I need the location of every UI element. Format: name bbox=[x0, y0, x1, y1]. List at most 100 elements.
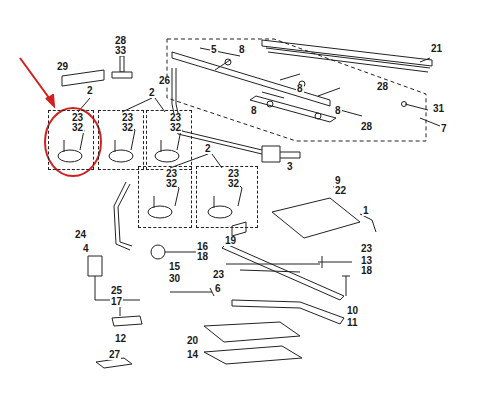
manifold-10-11 bbox=[226, 264, 320, 272]
rail-assembly bbox=[315, 113, 321, 119]
callout-number: 29 bbox=[56, 62, 69, 72]
callout-number: 28 bbox=[376, 82, 389, 92]
red-highlight bbox=[46, 94, 54, 106]
rail-assembly bbox=[172, 52, 330, 106]
callout-number: 24 bbox=[74, 230, 87, 240]
valve-15 bbox=[151, 245, 165, 259]
bracket-29 bbox=[62, 70, 104, 86]
burner-base bbox=[109, 150, 133, 162]
callout-number: 8 bbox=[250, 106, 258, 116]
callout-number: 7 bbox=[440, 124, 448, 134]
callout-number: 6 bbox=[214, 284, 222, 294]
dashed-outline bbox=[167, 39, 426, 141]
leader-line bbox=[420, 58, 440, 126]
plate-14 bbox=[204, 346, 302, 364]
hook-1 bbox=[360, 214, 376, 232]
screw-18 bbox=[342, 276, 350, 296]
callout-number: 23 bbox=[169, 113, 182, 123]
burner-base bbox=[148, 206, 172, 218]
callout-number: 15 bbox=[168, 262, 181, 272]
callout-number: 28 bbox=[114, 36, 127, 46]
burner-base bbox=[208, 206, 232, 218]
valve-15 bbox=[151, 245, 196, 259]
clip-19 bbox=[232, 222, 246, 236]
rail-assembly bbox=[225, 59, 231, 65]
callout-number: 10 bbox=[346, 306, 359, 316]
screw-6 bbox=[170, 288, 214, 296]
callout-number: 30 bbox=[168, 274, 181, 284]
hook-1 bbox=[360, 214, 376, 232]
callout-number: 32 bbox=[165, 179, 178, 189]
valve-3 bbox=[262, 146, 280, 162]
plate-9-22 bbox=[272, 186, 360, 238]
callout-number: 33 bbox=[114, 46, 127, 56]
screw-31 bbox=[405, 104, 428, 110]
bracket-29 bbox=[62, 70, 104, 86]
tube-24 bbox=[114, 182, 130, 250]
callout-number: 2 bbox=[148, 88, 156, 98]
screw-28-33 bbox=[112, 56, 132, 78]
plate-9-22 bbox=[272, 198, 360, 238]
callout-number: 23 bbox=[360, 244, 373, 254]
manifold-10-11 bbox=[222, 244, 344, 300]
callout-number: 8 bbox=[296, 84, 304, 94]
tube-24 bbox=[114, 182, 132, 250]
callout-number: 13 bbox=[360, 256, 373, 266]
rail-assembly bbox=[262, 92, 362, 116]
manifold-10-11 bbox=[222, 244, 344, 324]
callout-number: 12 bbox=[114, 334, 127, 344]
tube-26 bbox=[176, 68, 262, 150]
callout-number: 20 bbox=[186, 336, 199, 346]
callout-number: 27 bbox=[108, 350, 121, 360]
burner-group-box: 2332 bbox=[138, 166, 192, 228]
burner-base bbox=[155, 150, 179, 162]
plate-20 bbox=[204, 322, 300, 342]
callout-number: 2 bbox=[86, 86, 94, 96]
callout-number: 23 bbox=[227, 169, 240, 179]
burner-group-box: 2332 bbox=[146, 110, 192, 170]
red-highlight bbox=[20, 58, 52, 102]
red-highlight bbox=[20, 58, 101, 176]
screw-31 bbox=[402, 102, 429, 111]
valve-3 bbox=[262, 146, 300, 162]
screw-13 bbox=[318, 256, 352, 268]
rail-assembly-outline: 588288828 bbox=[164, 36, 430, 144]
manifold-10-11 bbox=[232, 300, 344, 324]
screw-13 bbox=[318, 256, 352, 268]
callout-number: 32 bbox=[227, 179, 240, 189]
valve-3 bbox=[280, 152, 300, 158]
rail-part-21 bbox=[266, 48, 430, 68]
burner-group-box: 2332 bbox=[98, 110, 144, 170]
rail-part-21 bbox=[262, 40, 432, 72]
callout-number: 4 bbox=[82, 244, 90, 254]
callout-number: 11 bbox=[346, 318, 359, 328]
callout-number: 18 bbox=[360, 266, 373, 276]
screw-28-33 bbox=[120, 56, 124, 72]
callout-number: 22 bbox=[334, 186, 347, 196]
callout-number: 3 bbox=[286, 162, 294, 172]
valve-15 bbox=[165, 252, 196, 253]
callout-number: 9 bbox=[334, 176, 342, 186]
callout-number: 23 bbox=[71, 113, 84, 123]
callout-number: 8 bbox=[334, 106, 342, 116]
screw-28-33 bbox=[112, 72, 132, 78]
callout-number: 1 bbox=[362, 206, 370, 216]
burner-base bbox=[58, 150, 82, 162]
callout-number: 2 bbox=[204, 144, 212, 154]
callout-number: 32 bbox=[71, 123, 84, 133]
red-highlight bbox=[45, 108, 101, 176]
callout-number: 31 bbox=[432, 104, 445, 114]
callout-number: 19 bbox=[224, 236, 237, 246]
callout-number: 8 bbox=[238, 45, 246, 55]
callout-number: 18 bbox=[196, 252, 209, 262]
clip-19 bbox=[232, 222, 246, 236]
tube-26 bbox=[172, 68, 262, 154]
bracket-12-17 bbox=[120, 306, 121, 316]
burner-group-box: 2332 bbox=[196, 166, 258, 228]
rail-assembly bbox=[267, 101, 273, 107]
callout-number: 16 bbox=[196, 242, 209, 252]
tube-24 bbox=[118, 184, 132, 246]
